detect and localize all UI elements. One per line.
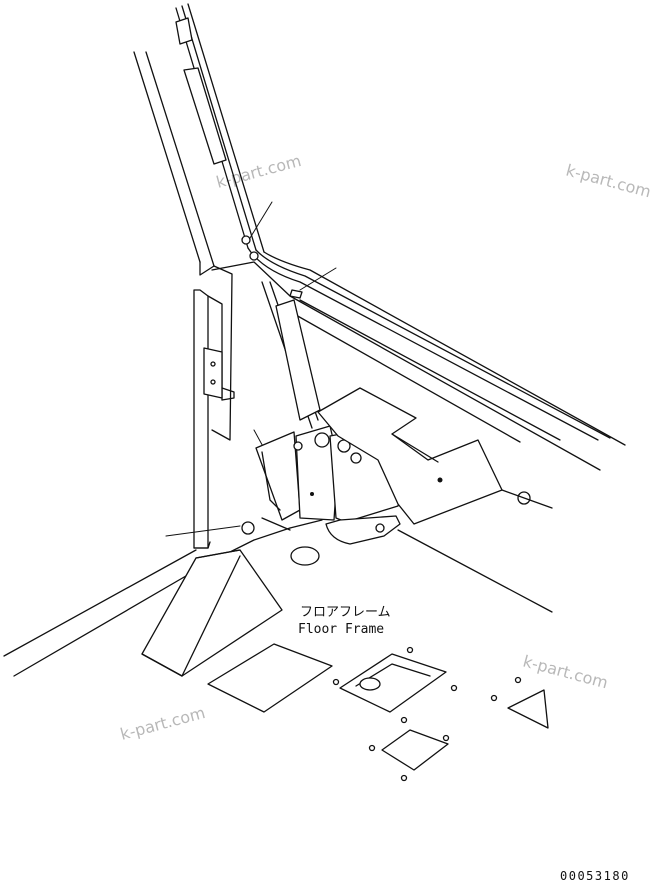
part-label-english: Floor Frame — [298, 622, 384, 637]
foot-rest-block — [141, 549, 283, 677]
floor-bracket-plate — [317, 387, 553, 525]
floor-openings — [207, 643, 549, 782]
part-label-japanese: フロアフレーム — [300, 605, 391, 620]
leader-lines — [165, 201, 337, 537]
front-pillar — [133, 3, 265, 276]
hinge-assembly — [255, 281, 405, 545]
watermark: k-part.com — [564, 161, 653, 202]
part-label: フロアフレーム Floor Frame — [298, 605, 391, 637]
watermark: k-part.com — [521, 652, 610, 693]
windshield-frame — [211, 235, 626, 471]
drawing-code: 00053180 — [560, 869, 630, 883]
left-post — [193, 265, 235, 549]
watermark: k-part.com — [118, 703, 207, 744]
